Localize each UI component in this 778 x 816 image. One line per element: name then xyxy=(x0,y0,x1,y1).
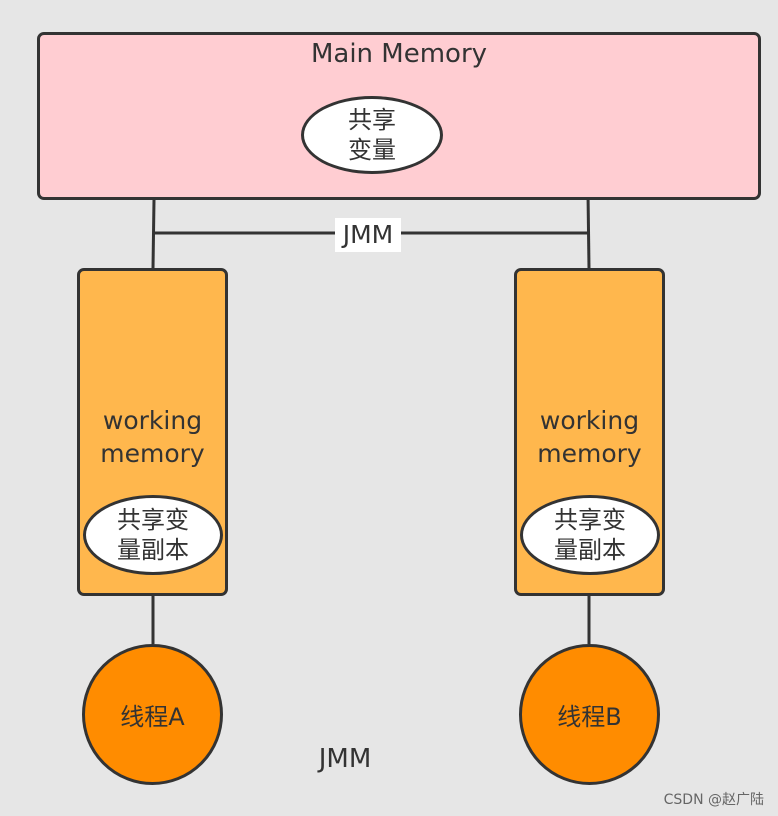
line-main-to-wm-a xyxy=(151,199,156,269)
shared-variable-copy-a: 共享变 量副本 xyxy=(83,495,223,575)
shared-variable-line1: 共享 xyxy=(348,106,396,134)
shared-copy-b-line1: 共享变 xyxy=(554,506,626,534)
shared-copy-a-line1: 共享变 xyxy=(117,506,189,534)
jmm-connector-label: JMM xyxy=(335,218,401,252)
working-memory-b: working memory 共享变 量副本 xyxy=(514,268,665,596)
main-memory-title: Main Memory xyxy=(310,39,488,69)
watermark: CSDN @赵广陆 xyxy=(663,792,764,808)
working-memory-a-line2: memory xyxy=(100,438,205,468)
shared-copy-a-line2: 量副本 xyxy=(117,536,189,564)
working-memory-b-line2: memory xyxy=(537,438,642,468)
working-memory-a: working memory 共享变 量副本 xyxy=(77,268,228,596)
diagram-caption: JMM xyxy=(318,744,372,774)
working-memory-a-line1: working xyxy=(102,406,203,435)
main-memory-box: Main Memory 共享 变量 xyxy=(37,32,761,200)
shared-variable-ellipse: 共享 变量 xyxy=(301,96,443,174)
thread-a-circle: 线程A xyxy=(82,644,223,785)
line-main-to-wm-b xyxy=(586,192,591,269)
working-memory-b-line1: working xyxy=(539,406,640,435)
working-memory-a-label: working memory xyxy=(80,405,225,470)
shared-variable-copy-b: 共享变 量副本 xyxy=(520,495,660,575)
working-memory-b-label: working memory xyxy=(517,405,662,470)
shared-copy-b-line2: 量副本 xyxy=(554,536,626,564)
thread-b-circle: 线程B xyxy=(519,644,660,785)
shared-variable-line2: 变量 xyxy=(348,136,396,164)
